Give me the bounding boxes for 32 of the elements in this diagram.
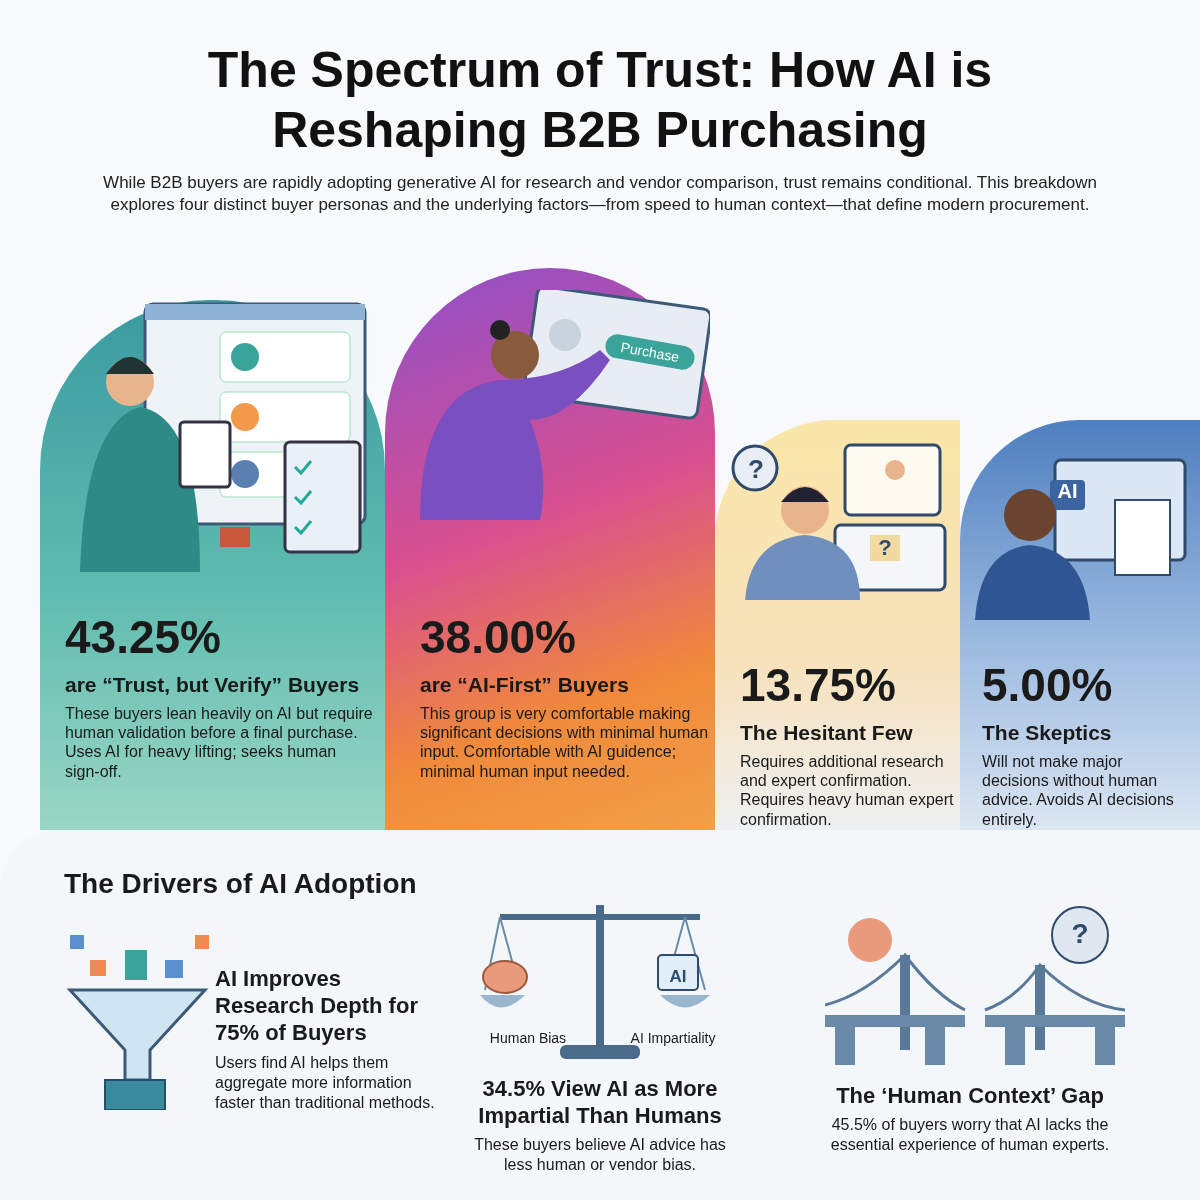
screen-text: AI [1056,480,1079,503]
driver-heading: 34.5% View AI as More Impartial Than Humans [477,1075,723,1129]
persona-panel [960,420,1200,830]
stat-value: 13.75% [740,658,897,713]
persona-heading: are “Trust, but Verify” Buyers [65,672,361,698]
stat-value: 38.00% [420,610,577,665]
question-mark: ? [1070,918,1090,950]
persona-heading: The Skeptics [982,720,1113,746]
persona-panel [40,300,385,830]
driver-heading: The ‘Human Context’ Gap [835,1083,1105,1109]
scale-label: AI Impartiality [629,1030,717,1046]
persona-panel [385,268,715,830]
subtitle: While B2B buyers are rapidly adopting generative AI for research and vendor comparison, trust remains conditional. This breakdown explores four distinct buyer personas and the underlying factors—from speed to human context—that define modern procurement. [102,172,1098,216]
chip-text: AI [668,967,688,987]
question-mark: ? [747,454,765,485]
title: The Spectrum of Trust: How AI is Reshaping B2B Purchasing [206,41,994,160]
question-mark: ? [870,535,900,561]
driver-heading: AI Improves Research Depth for 75% of Buyers [215,965,419,1046]
stat-value: 43.25% [65,610,222,665]
section-heading: The Drivers of AI Adoption [64,868,418,900]
driver-description: These buyers believe AI advice has less human or vendor bias. [473,1135,727,1175]
stat-value: 5.00% [982,658,1114,713]
persona-description: Requires additional research and expert confirmation. Requires heavy human expert confirmation. [740,752,955,829]
persona-panel [715,420,960,830]
persona-description: These buyers lean heavily on AI but require human validation before a final purchase. Uses AI for heavy lifting; seeks human sign-off. [65,704,374,781]
persona-description: This group is very comfortable making significant decisions with minimal human input. Comfortable with AI guidence; minimal human input needed. [420,704,710,781]
driver-description: 45.5% of buyers worry that AI lacks the essential experience of human experts. [829,1115,1111,1155]
persona-heading: The Hesitant Few [740,720,914,746]
persona-heading: are “AI-First” Buyers [420,672,630,698]
driver-description: Users find AI helps them aggregate more information faster than traditional methods. [215,1053,435,1113]
scale-label: Human Bias [488,1030,568,1046]
persona-description: Will not make major decisions without human advice. Avoids AI decisions entirely. [982,752,1175,829]
